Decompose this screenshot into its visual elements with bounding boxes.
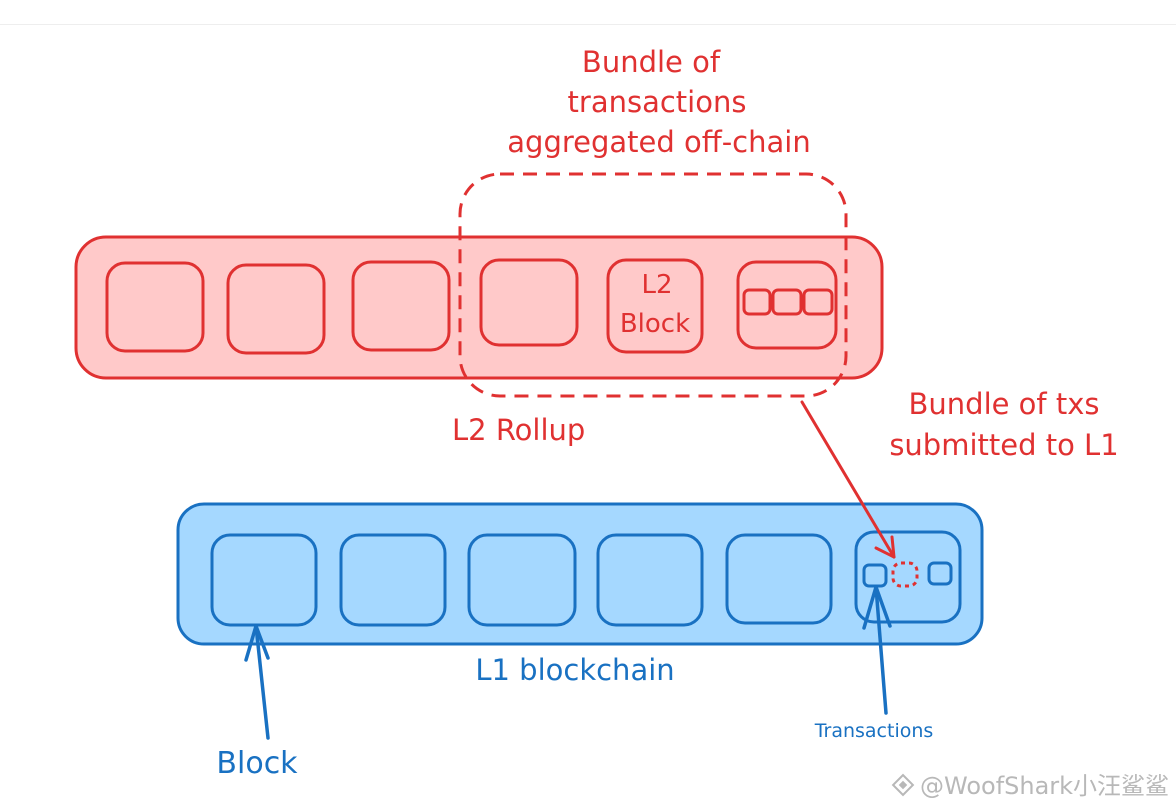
l2-block-1 [105,261,205,353]
bundle-title-line-3: aggregated off-chain [507,125,810,159]
l2-block-label-line-2: Block [620,309,690,339]
l2-block-3 [351,260,451,352]
bundle-title-line-1: Bundle of [582,45,721,79]
top-bar [0,0,1176,25]
l2-tx-2 [771,288,803,316]
l2-block-4 [479,258,579,347]
l2-block-label-line-1: L2 [641,270,672,300]
bundle-submitted-line-2: submitted to L1 [889,428,1118,462]
l1-block-5 [725,533,833,625]
l1-block-4 [596,533,704,627]
l1-block-3 [467,533,577,627]
transactions-arrow [862,585,892,715]
l1-block-2 [339,533,447,627]
l1-tx-1 [862,563,888,588]
block-label: Block [216,746,298,781]
bundle-dashed-outline [458,172,848,398]
l2-block-2 [226,263,326,355]
submit-arrow [800,400,896,559]
transactions-label: Transactions [814,720,934,742]
block-arrow [244,624,270,740]
l1-tx-2 [927,561,953,586]
l2-tx-3 [802,288,834,316]
bundle-title-line-2: transactions [568,85,747,119]
watermark-logo-icon [891,773,915,797]
l2-tx-1 [742,288,772,316]
l2-rollup-label: L2 Rollup [452,413,585,447]
l1-tx-bundle-dotted [891,561,919,588]
watermark: @WoofShark小汪鲨鲨 [891,772,1169,800]
bundle-submitted-line-1: Bundle of txs [909,387,1100,421]
watermark-text: @WoofShark小汪鲨鲨 [920,772,1169,800]
l2-block-labeled [606,258,704,354]
l1-blockchain-label: L1 blockchain [475,653,674,687]
l1-block-1 [210,533,318,627]
